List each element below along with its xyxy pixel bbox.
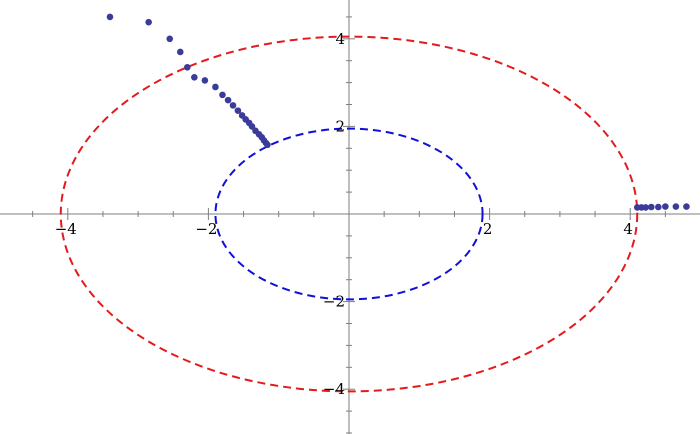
- x-tick-label: −4: [55, 220, 77, 238]
- data-point: [219, 91, 226, 99]
- data-point: [662, 203, 669, 210]
- x-tick-label: −2: [195, 220, 217, 238]
- data-points: [106, 13, 690, 211]
- data-point: [166, 35, 174, 43]
- data-point: [234, 107, 242, 114]
- data-point: [184, 63, 191, 71]
- data-point: [212, 83, 219, 91]
- data-point: [201, 77, 209, 84]
- tick-labels: −4 −2 2 4 4 2 −2 −4: [55, 30, 633, 398]
- data-point: [248, 123, 256, 130]
- data-point: [264, 141, 271, 149]
- data-point: [106, 13, 114, 21]
- y-tick-label: −4: [323, 380, 345, 398]
- data-point: [642, 204, 649, 211]
- data-point: [229, 102, 237, 109]
- data-point: [176, 48, 184, 56]
- y-tick-label: 2: [335, 117, 345, 135]
- y-tick-label: 4: [335, 30, 345, 48]
- data-point: [145, 18, 152, 26]
- x-tick-label: 2: [483, 220, 493, 238]
- data-point: [655, 203, 662, 211]
- outer-dashed-ellipse: [59, 35, 639, 393]
- inner-dashed-ellipse: [214, 127, 484, 301]
- x-tick-label: 4: [623, 220, 633, 238]
- data-point: [647, 203, 655, 211]
- data-point: [224, 96, 232, 104]
- data-point: [683, 203, 690, 210]
- y-tick-label: −2: [323, 293, 345, 311]
- reference-curves: [59, 35, 639, 393]
- data-point: [672, 203, 680, 210]
- data-point: [191, 74, 198, 81]
